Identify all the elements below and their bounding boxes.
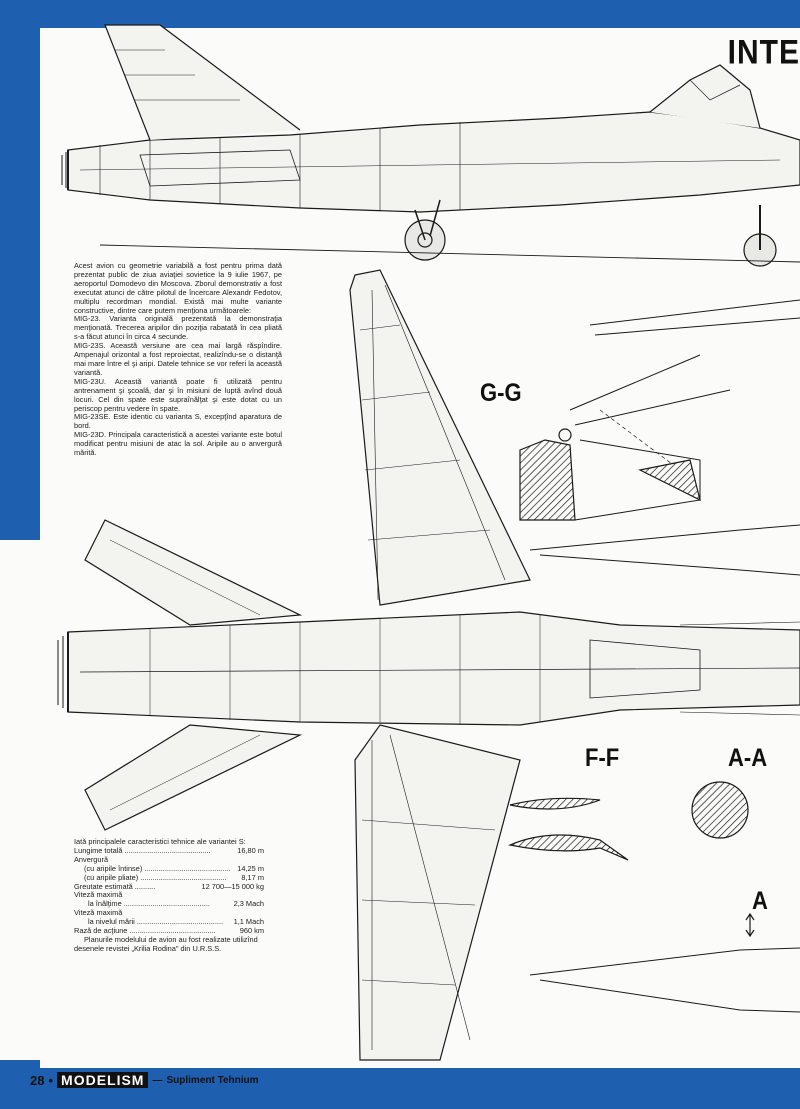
spec-value: 2,3 Mach (233, 899, 264, 909)
top-view-stabilizer-upper (84, 519, 303, 626)
top-view-wing-upper (349, 269, 531, 606)
page-footer: 28 • MODELISM — Supliment Tehnium (30, 1070, 259, 1090)
magazine-logo: MODELISM (57, 1072, 149, 1088)
spec-value: 14,25 m (237, 863, 264, 873)
bullet-icon: • (48, 1072, 54, 1088)
nose-profile-top (589, 299, 800, 336)
page-title: INTE (727, 33, 800, 72)
intro-paragraph: MIG-23U. Această variantă poate fi utili… (74, 376, 282, 413)
section-label-gg: G-G (480, 378, 522, 407)
side-view-gear (404, 199, 777, 267)
spec-label: Viteză maximă (74, 890, 123, 900)
spec-value: 1,1 Mach (233, 917, 264, 927)
spec-label: la nivelul mării (88, 917, 135, 927)
spec-value: 12 700—15 000 kg (201, 881, 264, 891)
spec-row-span-folded: (cu aripile pliate).....................… (84, 872, 264, 882)
spec-label: Viteză maximă (74, 908, 123, 918)
spec-value: 8,17 m (241, 872, 264, 882)
spec-label: Greutate estimată (74, 881, 133, 891)
page-number: 28 (30, 1072, 45, 1088)
top-view-fuselage (57, 611, 800, 726)
section-gg-detail (519, 354, 731, 521)
spec-row-speed-sea: la nivelul mării........................… (88, 917, 264, 927)
intro-paragraph: MIG-23. Varianta originală prezentată la… (74, 314, 282, 342)
top-view-wing-lower (354, 724, 521, 1061)
intro-text: Acest avion cu geometrie variabilă a fos… (74, 261, 282, 458)
footer-separator: — (152, 1074, 163, 1086)
side-view-fin (104, 24, 301, 141)
side-view-fuselage (61, 111, 800, 213)
spec-label: (cu aripile întinse) (84, 863, 143, 873)
spec-label: Lungime totală (74, 845, 123, 855)
section-label-aa: A-A (728, 743, 768, 772)
ground-line (99, 244, 800, 263)
specs-note: Planurile modelului de avion au fost rea… (74, 934, 258, 953)
spec-label: (cu aripile pliate) (84, 872, 139, 882)
specs-heading: Iată principalele caracteristici tehnice… (74, 837, 246, 846)
spec-row-span: Anvergură (74, 854, 264, 865)
top-view-stabilizer-lower (84, 724, 303, 831)
airfoil-ff-2 (507, 834, 629, 861)
spec-label: Anvergură (74, 854, 109, 864)
intro-paragraph: Acest avion cu geometrie variabilă a fos… (74, 261, 282, 315)
nose-profile-low (529, 947, 800, 1013)
section-a-arrow (745, 912, 755, 938)
spec-label: Rază de acţiune (74, 926, 128, 936)
spec-row-speed-alt-title: Viteză maximă (74, 891, 264, 900)
intro-paragraph: MIG-23D. Principala caracteristică a ace… (74, 430, 282, 458)
intro-paragraph: MIG-23SE. Este identic cu varianta S, ex… (74, 412, 282, 431)
footer-subtitle: Supliment Tehnium (166, 1074, 259, 1086)
paper-sheet-lower-left (0, 540, 40, 1060)
spec-row-span-open: (cu aripile întinse)....................… (84, 863, 264, 873)
section-label-a: A (752, 886, 768, 915)
nose-profile-mid (529, 524, 800, 576)
spec-row-weight: Greutate estimată..........12 700—15 000… (74, 881, 264, 891)
spec-value: 16,80 m (237, 845, 264, 855)
airfoil-ff-1 (509, 797, 601, 810)
spec-label: la înălţime (88, 899, 122, 909)
spec-row-speed-sea-title: Viteză maximă (74, 908, 264, 918)
spec-row-range: Rază de acţiune.........................… (74, 926, 264, 936)
intro-paragraph: MIG-23S. Această versiune are cea mai la… (74, 341, 282, 377)
section-label-ff: F-F (585, 743, 620, 772)
spec-row-length: Lungime totală..........................… (74, 845, 264, 855)
section-aa-circle (691, 781, 749, 839)
spec-value: 960 km (239, 926, 264, 936)
specs-block: Iată principalele caracteristici tehnice… (74, 837, 264, 954)
side-view-canopy (649, 64, 761, 129)
spec-row-speed-alt: la înălţime.............................… (88, 899, 264, 909)
